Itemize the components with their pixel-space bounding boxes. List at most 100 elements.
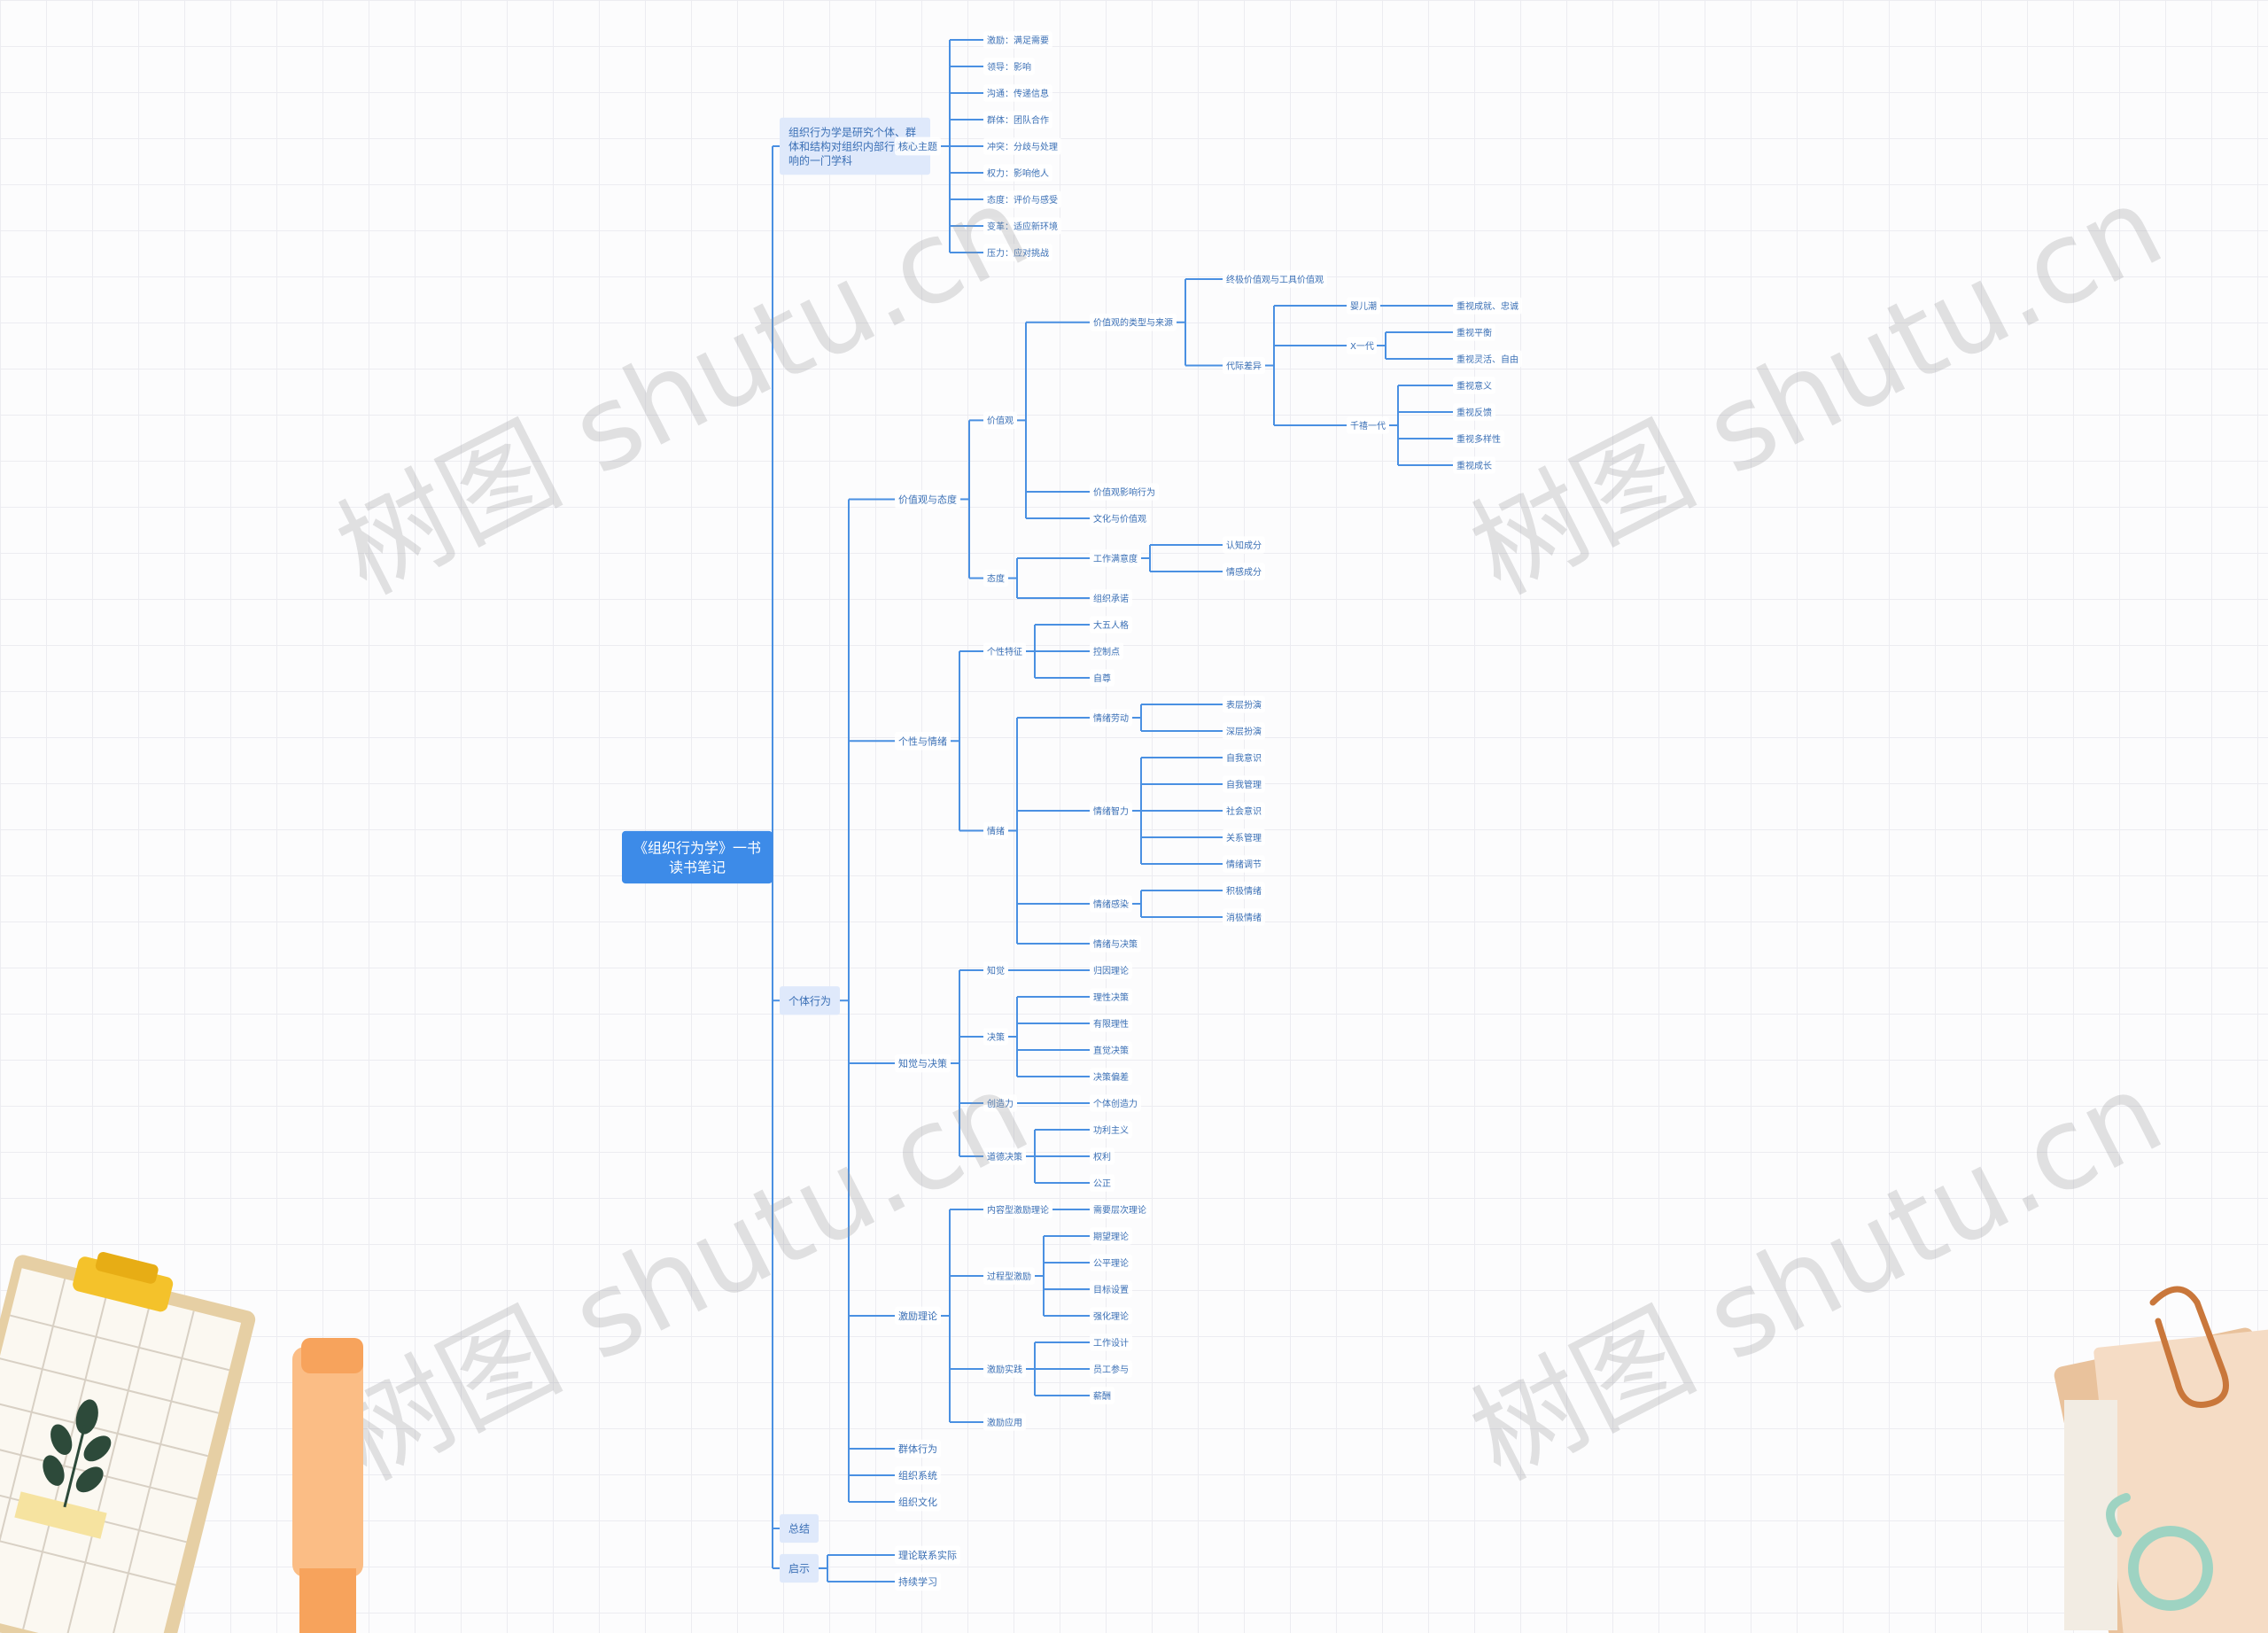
topic-node[interactable]: 积极情绪 xyxy=(1223,882,1265,899)
topic-node[interactable]: 文化与价值观 xyxy=(1090,509,1150,527)
topic-node[interactable]: 情绪 xyxy=(983,821,1008,840)
topic-node[interactable]: 情感成分 xyxy=(1223,563,1265,580)
topic-node[interactable]: 深层扮演 xyxy=(1223,722,1265,740)
topic-node[interactable]: 压力：应对挑战 xyxy=(983,244,1052,261)
topic-node[interactable]: 强化理论 xyxy=(1090,1307,1132,1325)
topic-node[interactable]: 自我意识 xyxy=(1223,749,1265,766)
topic-node[interactable]: 公正 xyxy=(1090,1174,1115,1192)
topic-label: 重视成就、忠诚 xyxy=(1456,300,1518,312)
topic-label: 价值观与态度 xyxy=(898,494,957,506)
topic-node[interactable]: 情绪智力 xyxy=(1090,802,1132,820)
topic-node[interactable]: 知觉与决策 xyxy=(895,1054,951,1073)
topic-node[interactable]: 个性与情绪 xyxy=(895,731,951,750)
topic-node[interactable]: 消极情绪 xyxy=(1223,908,1265,926)
topic-box xyxy=(895,1306,941,1326)
topic-node[interactable]: 知觉 xyxy=(983,961,1008,979)
topic-node[interactable]: 情绪调节 xyxy=(1223,855,1265,873)
topic-node[interactable]: 激励理论 xyxy=(895,1306,941,1326)
topic-node[interactable]: 激励应用 xyxy=(983,1413,1026,1431)
topic-node[interactable]: 终极价值观与工具价值观 xyxy=(1223,270,1327,288)
topic-box xyxy=(1090,669,1115,687)
topic-box xyxy=(1223,908,1265,926)
topic-node[interactable]: 理论联系实际 xyxy=(895,1545,960,1565)
topic-node[interactable]: 变革：适应新环境 xyxy=(983,217,1061,235)
topic-node[interactable]: 决策偏差 xyxy=(1090,1068,1132,1085)
topic-node[interactable]: 内容型激励理论 xyxy=(983,1201,1052,1218)
topic-node[interactable]: 道德决策 xyxy=(983,1147,1026,1165)
topic-node[interactable]: 激励：满足需要 xyxy=(983,31,1052,49)
topic-node[interactable]: 权利 xyxy=(1090,1147,1115,1165)
topic-node[interactable]: 激励实践 xyxy=(983,1360,1026,1378)
topic-node[interactable]: 重视反馈 xyxy=(1453,403,1495,421)
topic-node[interactable]: 代际差异 xyxy=(1223,356,1265,375)
topic-node[interactable]: 关系管理 xyxy=(1223,828,1265,846)
topic-node[interactable]: 重视意义 xyxy=(1453,377,1495,394)
topic-node[interactable]: 启示 xyxy=(780,1553,819,1583)
topic-node[interactable]: 大五人格 xyxy=(1090,616,1132,634)
topic-node[interactable]: 自我管理 xyxy=(1223,775,1265,793)
topic-node[interactable]: 群体行为 xyxy=(895,1439,941,1458)
topic-node[interactable]: 重视多样性 xyxy=(1453,430,1504,447)
topic-node[interactable]: 价值观影响行为 xyxy=(1090,483,1159,501)
topic-node[interactable]: 沟通：传递信息 xyxy=(983,84,1052,102)
topic-node[interactable]: 价值观与态度 xyxy=(895,490,960,509)
topic-node[interactable]: 直觉决策 xyxy=(1090,1041,1132,1059)
topic-node[interactable]: 归因理论 xyxy=(1090,961,1132,979)
topic-node[interactable]: 表层扮演 xyxy=(1223,696,1265,713)
topic-node[interactable]: 控制点 xyxy=(1090,642,1123,660)
topic-node[interactable]: 需要层次理论 xyxy=(1090,1201,1150,1218)
topic-node[interactable]: 个体行为 xyxy=(780,986,840,1015)
topic-node[interactable]: 重视成就、忠诚 xyxy=(1453,297,1522,315)
topic-box xyxy=(1347,297,1380,315)
topic-node[interactable]: 重视灵活、自由 xyxy=(1453,350,1522,368)
topic-node[interactable]: 组织文化 xyxy=(895,1492,941,1512)
topic-node[interactable]: 工作设计 xyxy=(1090,1334,1132,1351)
topic-node[interactable]: 态度 xyxy=(983,569,1008,587)
topic-node[interactable]: 核心主题 xyxy=(895,136,941,156)
topic-node[interactable]: 权力：影响他人 xyxy=(983,164,1052,182)
topic-box xyxy=(983,58,1035,75)
topic-node[interactable]: 千禧一代 xyxy=(1347,416,1389,434)
topic-node[interactable]: 个体创造力 xyxy=(1090,1094,1141,1112)
topic-node[interactable]: 组织承诺 xyxy=(1090,589,1132,607)
topic-node[interactable]: 理性决策 xyxy=(1090,988,1132,1006)
topic-node[interactable]: 决策 xyxy=(983,1028,1008,1046)
topic-node[interactable]: 员工参与 xyxy=(1090,1360,1132,1378)
topic-node[interactable]: 认知成分 xyxy=(1223,536,1265,554)
topic-node[interactable]: 价值观 xyxy=(983,411,1017,430)
topic-node[interactable]: 自尊 xyxy=(1090,669,1115,687)
topic-node[interactable]: 情绪与决策 xyxy=(1090,935,1141,953)
topic-node[interactable]: 社会意识 xyxy=(1223,802,1265,820)
topic-node[interactable]: 总结 xyxy=(780,1513,819,1544)
topic-node[interactable]: 过程型激励 xyxy=(983,1267,1035,1285)
topic-node[interactable]: 公平理论 xyxy=(1090,1254,1132,1271)
topic-node[interactable]: 目标设置 xyxy=(1090,1280,1132,1298)
topic-label: 表层扮演 xyxy=(1226,699,1262,711)
topic-node[interactable]: 领导：影响 xyxy=(983,58,1035,75)
topic-node[interactable]: 冲突：分歧与处理 xyxy=(983,137,1061,155)
topic-node[interactable]: 有限理性 xyxy=(1090,1015,1132,1032)
topic-box xyxy=(895,1545,960,1565)
topic-node[interactable]: 功利主义 xyxy=(1090,1121,1132,1139)
topic-box xyxy=(1090,1121,1132,1139)
topic-node[interactable]: 情绪劳动 xyxy=(1090,709,1132,727)
topic-node[interactable]: 组织系统 xyxy=(895,1466,941,1485)
topic-node[interactable]: 群体：团队合作 xyxy=(983,111,1052,128)
topic-node[interactable]: 价值观的类型与来源 xyxy=(1090,314,1177,331)
topic-node[interactable]: 期望理论 xyxy=(1090,1227,1132,1245)
topic-node[interactable]: 重视平衡 xyxy=(1453,323,1495,341)
topic-node[interactable]: 持续学习 xyxy=(895,1572,941,1591)
topic-node[interactable]: 情绪感染 xyxy=(1090,895,1132,913)
topic-box xyxy=(1090,483,1159,501)
topic-node[interactable]: 薪酬 xyxy=(1090,1387,1115,1404)
topic-box xyxy=(983,244,1052,261)
topic-node[interactable]: 个性特征 xyxy=(983,642,1026,660)
topic-node[interactable]: 婴儿潮 xyxy=(1347,297,1380,315)
topic-node[interactable]: X一代 xyxy=(1347,337,1377,354)
topic-node[interactable]: 重视成长 xyxy=(1453,456,1495,474)
topic-node[interactable]: 创造力 xyxy=(983,1094,1017,1112)
topic-node[interactable]: 态度：评价与感受 xyxy=(983,191,1061,208)
topic-node[interactable]: 工作满意度 xyxy=(1090,549,1141,567)
